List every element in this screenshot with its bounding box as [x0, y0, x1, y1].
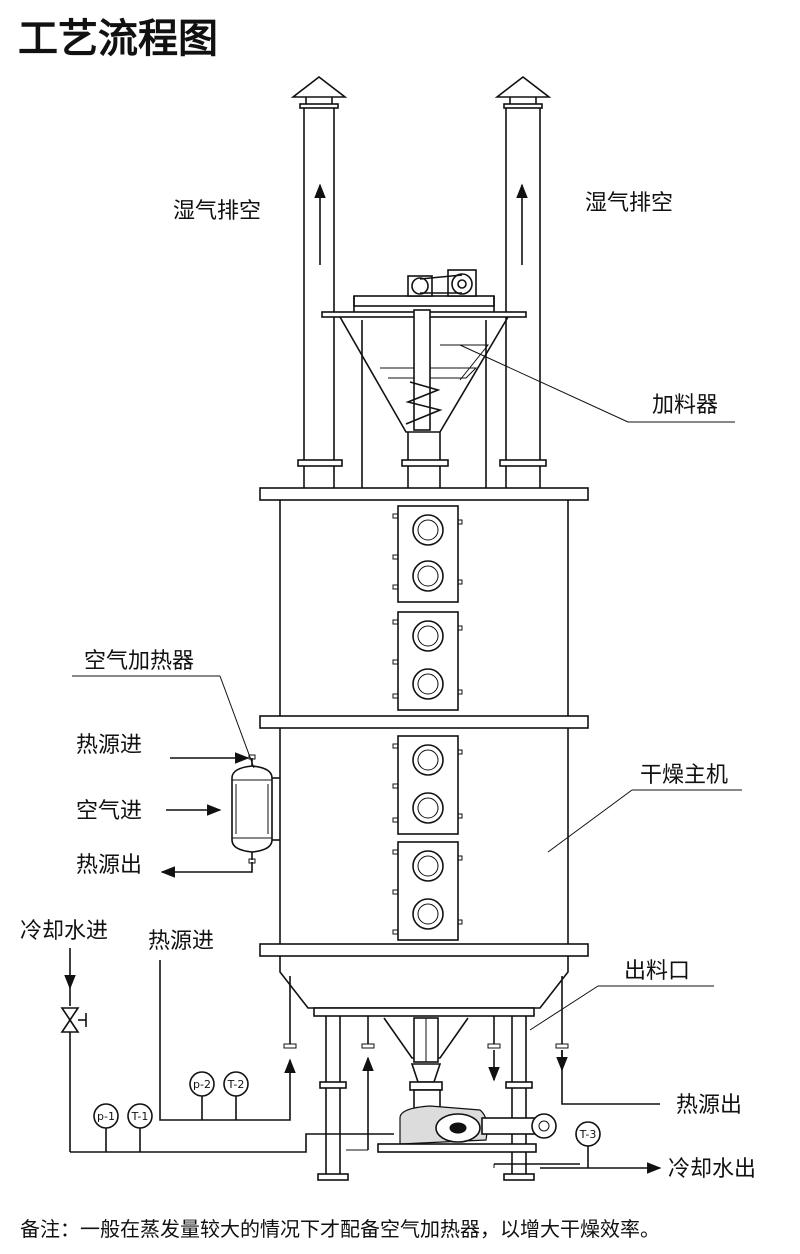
gauge-T-2: T-2: [223, 1071, 249, 1120]
label-heat-in-upper: 热源进: [76, 733, 142, 758]
diagram-title: 工艺流程图: [18, 16, 218, 62]
right-exhaust-chimney: [494, 75, 552, 488]
heat-in-lower-line: [159, 960, 374, 1151]
footnote: 备注：一般在蒸发量较大的情况下才配备空气加热器，以增大干燥效率。: [20, 1217, 660, 1241]
label-heat-out-upper: 热源出: [76, 853, 142, 878]
gauge-label-T-3: T-3: [579, 1128, 597, 1141]
label-heat-in-lower: 热源进: [148, 929, 214, 954]
gauge-T-3: T-3: [575, 1121, 601, 1168]
middle-flange: [259, 715, 589, 729]
label-outlet: 出料口: [624, 959, 690, 984]
top-flange: [259, 487, 589, 501]
left-exhaust-chimney: [290, 75, 348, 488]
heat-out-upper-arrow: [160, 862, 253, 878]
heat-out-lower-line: [488, 1050, 660, 1105]
label-wet-exhaust-left: 湿气排空: [173, 199, 261, 224]
label-dryer-main: 干燥主机: [640, 763, 728, 788]
gauge-label-p-1: p-1: [97, 1110, 115, 1123]
bottom-flange: [259, 943, 589, 957]
gauge-p-2: p-2: [189, 1071, 215, 1120]
leader-dryer-main: [547, 789, 633, 853]
gauge-label-T-2: T-2: [227, 1078, 245, 1091]
label-cooling-water-out: 冷却水出: [668, 1157, 756, 1182]
discharge-gearbox: [377, 1017, 557, 1153]
dryer-main-body: [259, 487, 589, 1017]
label-cooling-water-in: 冷却水进: [20, 919, 108, 944]
feeder-hopper: [321, 269, 527, 488]
label-wet-exhaust-right: 湿气排空: [585, 191, 673, 216]
gauge-label-T-1: T-1: [131, 1110, 149, 1123]
leader-feeder: [459, 344, 629, 423]
gauge-T-1: T-1: [127, 1103, 153, 1152]
jacket-pipes: [283, 976, 569, 1049]
gauge-p-1: p-1: [93, 1103, 119, 1152]
label-air-heater: 空气加热器: [84, 649, 194, 674]
leader-outlet: [529, 985, 599, 1031]
inspection-panels: [392, 505, 463, 941]
cooling-water-out-line: [493, 1162, 662, 1174]
gauge-label-p-2: p-2: [193, 1078, 211, 1091]
label-heat-out-lower: 热源出: [676, 1093, 742, 1118]
label-feeder: 加料器: [652, 393, 718, 418]
air-heater: [231, 754, 280, 864]
label-air-in: 空气进: [76, 799, 142, 824]
cooling-water-in-line: [60, 948, 394, 1153]
